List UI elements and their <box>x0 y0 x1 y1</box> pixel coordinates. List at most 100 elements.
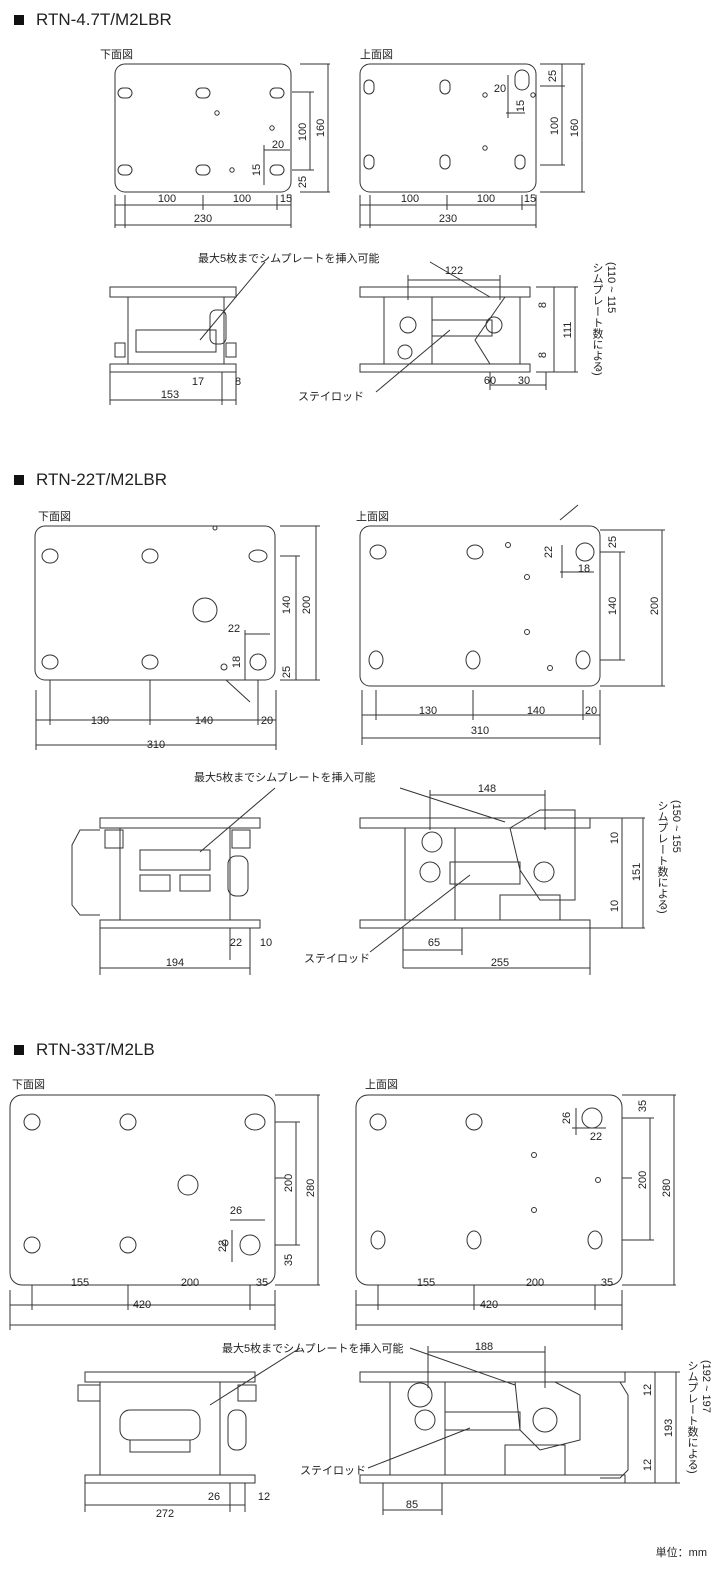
shim-note: 最大5枚までシムプレートを挿入可能 <box>194 772 376 784</box>
dim-text: 100 <box>158 193 176 205</box>
side-view-left-3 <box>84 1371 256 1383</box>
dim-text: 17 <box>192 376 204 388</box>
dim-text: 65 <box>428 937 440 949</box>
dim-text: 35 <box>256 1277 268 1289</box>
section-title-1: RTN-4.7T/M2LBR <box>14 10 172 30</box>
dim-text: 200 <box>181 1277 199 1289</box>
dim-text: 194 <box>166 957 184 969</box>
dim-text: 155 <box>71 1277 89 1289</box>
dim-text: 140 <box>281 596 293 614</box>
model-title: RTN-33T/M2LB <box>36 1040 155 1059</box>
dim-text: 200 <box>637 1171 649 1189</box>
dim-text: 188 <box>475 1341 493 1353</box>
dim-text: 140 <box>607 597 619 615</box>
section-title-2: RTN-22T/M2LBR <box>14 470 167 490</box>
square-bullet-icon <box>14 1045 24 1055</box>
dim-text: 420 <box>480 1299 498 1311</box>
dim-text: 155 <box>417 1277 435 1289</box>
square-bullet-icon <box>14 475 24 485</box>
top-plate <box>359 63 537 193</box>
dim-text: 20 <box>272 139 284 151</box>
bottom-plate-3 <box>9 1094 276 1286</box>
dim-text: 130 <box>91 715 109 727</box>
dim-text: 12 <box>258 1491 270 1503</box>
dim-text: 25 <box>297 176 309 188</box>
dim-text: 310 <box>471 725 489 737</box>
dim-text: 22 <box>230 937 242 949</box>
dim-text: 153 <box>161 389 179 401</box>
unit-label: 単位：mm <box>655 1547 707 1559</box>
top-view-label: 上面図 <box>356 511 389 523</box>
dim-text: 272 <box>156 1508 174 1520</box>
dim-text: 160 <box>315 119 327 137</box>
dim-text: 100 <box>401 193 419 205</box>
bottom-view-label: 下面図 <box>12 1079 45 1091</box>
bottom-view-label: 下面図 <box>38 511 71 523</box>
dim-text: 8 <box>235 376 241 388</box>
dim-text: 25 <box>607 536 619 548</box>
section-title-3: RTN-33T/M2LB <box>14 1040 155 1060</box>
dim-text: 15 <box>524 193 536 205</box>
dim-text: 280 <box>661 1179 673 1197</box>
bottom-view-label: 下面図 <box>100 49 133 61</box>
dim-text: 26 <box>230 1205 242 1217</box>
dim-text: 12 <box>642 1384 654 1396</box>
dim-text: 310 <box>147 739 165 751</box>
model-title: RTN-22T/M2LBR <box>36 470 167 489</box>
stay-rod-label: ステイロッド <box>298 391 364 403</box>
dim-text: 18 <box>231 656 243 668</box>
dim-text: 230 <box>439 213 457 225</box>
dim-text: 10 <box>260 937 272 949</box>
side-view-right-3 <box>359 1371 626 1383</box>
dim-text: 15 <box>280 193 292 205</box>
dim-text: 26 <box>208 1491 220 1503</box>
dim-text: 130 <box>419 705 437 717</box>
dim-text: 22 <box>543 546 555 558</box>
dim-text: 8 <box>537 302 549 308</box>
dim-text: 193 <box>663 1419 675 1437</box>
top-view-label: 上面図 <box>360 49 393 61</box>
model-title: RTN-4.7T/M2LBR <box>36 10 172 29</box>
dim-text: 200 <box>301 596 313 614</box>
dim-text: 85 <box>406 1499 418 1511</box>
dim-text: 35 <box>637 1100 649 1112</box>
dim-text: 15 <box>515 100 527 112</box>
dim-text: 140 <box>527 705 545 717</box>
dim-text: 122 <box>445 265 463 277</box>
dim-text: 30 <box>518 375 530 387</box>
dim-text: 100 <box>477 193 495 205</box>
dim-text: 148 <box>478 783 496 795</box>
dim-text: 60 <box>484 375 496 387</box>
top-view-label: 上面図 <box>365 1079 398 1091</box>
dim-text: 10 <box>609 832 621 844</box>
dim-text: 35 <box>601 1277 613 1289</box>
dim-text: 100 <box>233 193 251 205</box>
dim-text: 230 <box>194 213 212 225</box>
dim-text: 22 <box>590 1131 602 1143</box>
dim-text: 8 <box>537 352 549 358</box>
dim-text: 111 <box>562 322 574 339</box>
dim-text: 18 <box>578 563 590 575</box>
dim-text: 200 <box>283 1174 295 1192</box>
bottom-plate <box>114 63 292 193</box>
stay-rod-label: ステイロッド <box>300 1465 366 1477</box>
bottom-plate-2 <box>34 525 276 681</box>
side-view-right <box>359 286 531 298</box>
shim-note: 最大5枚までシムプレートを挿入可能 <box>198 253 380 265</box>
side-view-left-2 <box>99 817 261 829</box>
dim-text: 420 <box>133 1299 151 1311</box>
dim-text: 255 <box>491 957 509 969</box>
dim-text: 25 <box>281 666 293 678</box>
dim-text: 22 <box>228 623 240 635</box>
dim-text: 35 <box>283 1254 295 1266</box>
dim-text: 100 <box>549 117 561 135</box>
dim-text: 20 <box>494 83 506 95</box>
square-bullet-icon <box>14 15 24 25</box>
dim-text: 200 <box>649 597 661 615</box>
side-view-left <box>109 286 237 298</box>
dim-text: 22 <box>217 1240 229 1252</box>
